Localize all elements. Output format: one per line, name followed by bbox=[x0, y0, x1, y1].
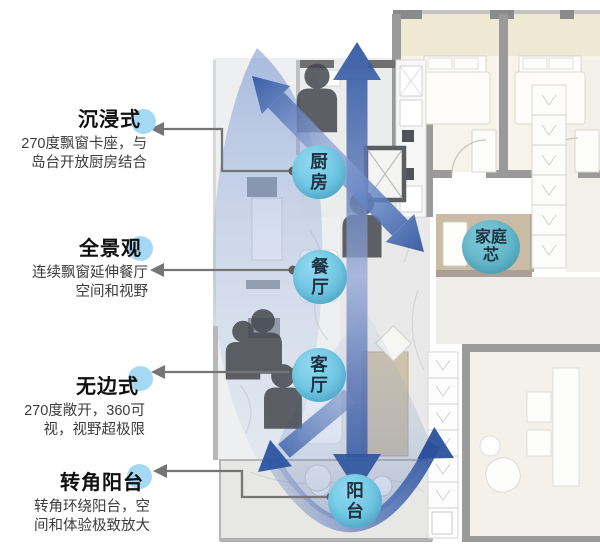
annotation-line: 空间和视野 bbox=[75, 283, 149, 300]
annotation-corner-balcony: 转角阳台 转角环绕阳台，空 间和体验极致放大 bbox=[0, 472, 150, 535]
room-badge-label: 芯 bbox=[482, 247, 499, 264]
annotation-line: 视，视野超极限 bbox=[43, 421, 146, 438]
room-badge-dining: 餐厅 bbox=[293, 250, 347, 304]
room-badge-label: 阳台 bbox=[344, 480, 365, 522]
arrow-southeast-icon bbox=[417, 427, 454, 459]
annotation-connectors bbox=[162, 127, 328, 499]
annotation-line: 270度敞开，360可 bbox=[24, 403, 145, 419]
room-badge-label: 厨房 bbox=[308, 151, 329, 193]
accent-circle-panorama bbox=[128, 236, 153, 261]
annotation-line: 270度飘窗卡座，与 bbox=[21, 136, 147, 152]
accent-circle-edgeless bbox=[128, 366, 153, 391]
room-badge-living: 客厅 bbox=[292, 348, 346, 402]
room-badge-balcony: 阳台 bbox=[328, 474, 382, 528]
annotation-edgeless: 无边式 270度敞开，360可 视，视野超极限 bbox=[0, 376, 145, 439]
room-badge-kitchen: 厨房 bbox=[292, 145, 346, 199]
arrow-southwest-icon bbox=[258, 389, 356, 472]
room-badge-label: 餐厅 bbox=[309, 256, 330, 298]
room-badge-label: 家庭 bbox=[474, 229, 507, 246]
annotation-immersive: 沉浸式 270度飘窗卡座，与 岛台开放厨房结合 bbox=[0, 109, 147, 172]
annotation-line: 岛台开放厨房结合 bbox=[31, 154, 147, 171]
annotation-line: 转角环绕阳台，空 bbox=[34, 499, 150, 515]
room-badge-family-core: 家庭 芯 bbox=[462, 220, 520, 274]
annotation-line: 间和体验极致放大 bbox=[34, 517, 150, 534]
accent-circle-immersive bbox=[131, 109, 156, 134]
annotation-title: 转角阳台 bbox=[60, 472, 144, 494]
accent-circle-corner bbox=[127, 464, 152, 489]
connector-arrowheads bbox=[150, 122, 167, 478]
room-badge-label: 客厅 bbox=[308, 354, 329, 396]
annotation-title: 沉浸式 bbox=[78, 109, 141, 131]
annotation-title: 全景观 bbox=[79, 238, 142, 260]
annotation-line: 连续飘窗延伸餐厅 bbox=[32, 265, 148, 281]
annotation-panorama: 全景观 连续飘窗延伸餐厅 空间和视野 bbox=[0, 238, 148, 301]
annotation-title: 无边式 bbox=[76, 376, 139, 398]
